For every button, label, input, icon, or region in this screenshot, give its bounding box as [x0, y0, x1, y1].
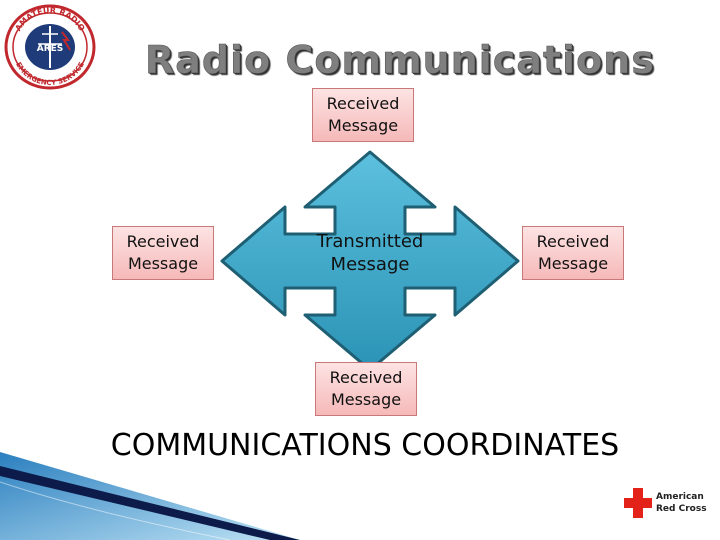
box-right-line2: Message [537, 254, 609, 273]
box-bottom-line1: Received [329, 368, 403, 387]
redcross-line1: American [656, 492, 704, 502]
box-top-line1: Received [326, 94, 400, 113]
ares-center-text: ARES [37, 44, 64, 54]
box-top-line2: Message [327, 116, 399, 135]
received-message-box-right: Received Message [522, 226, 624, 280]
corner-swoosh-decoration [0, 452, 300, 540]
redcross-line2: Red Cross [656, 504, 707, 514]
received-message-box-bottom: Received Message [315, 362, 417, 416]
ares-logo-icon: AMATEUR RADIO EMERGENCY SERVICE ARES [4, 4, 96, 90]
page-title: Radio Communications [145, 38, 655, 83]
box-left-line2: Message [127, 254, 199, 273]
box-right-line1: Received [536, 232, 610, 251]
red-cross-icon: American Red Cross [624, 488, 707, 518]
box-bottom-line2: Message [330, 390, 402, 409]
center-label: Transmitted Message [290, 230, 450, 276]
center-label-line1: Transmitted [316, 231, 424, 252]
box-left-line1: Received [126, 232, 200, 251]
subtitle: COMMUNICATIONS COORDINATES [110, 428, 620, 463]
received-message-box-top: Received Message [312, 88, 414, 142]
center-label-line2: Message [330, 254, 410, 275]
received-message-box-left: Received Message [112, 226, 214, 280]
